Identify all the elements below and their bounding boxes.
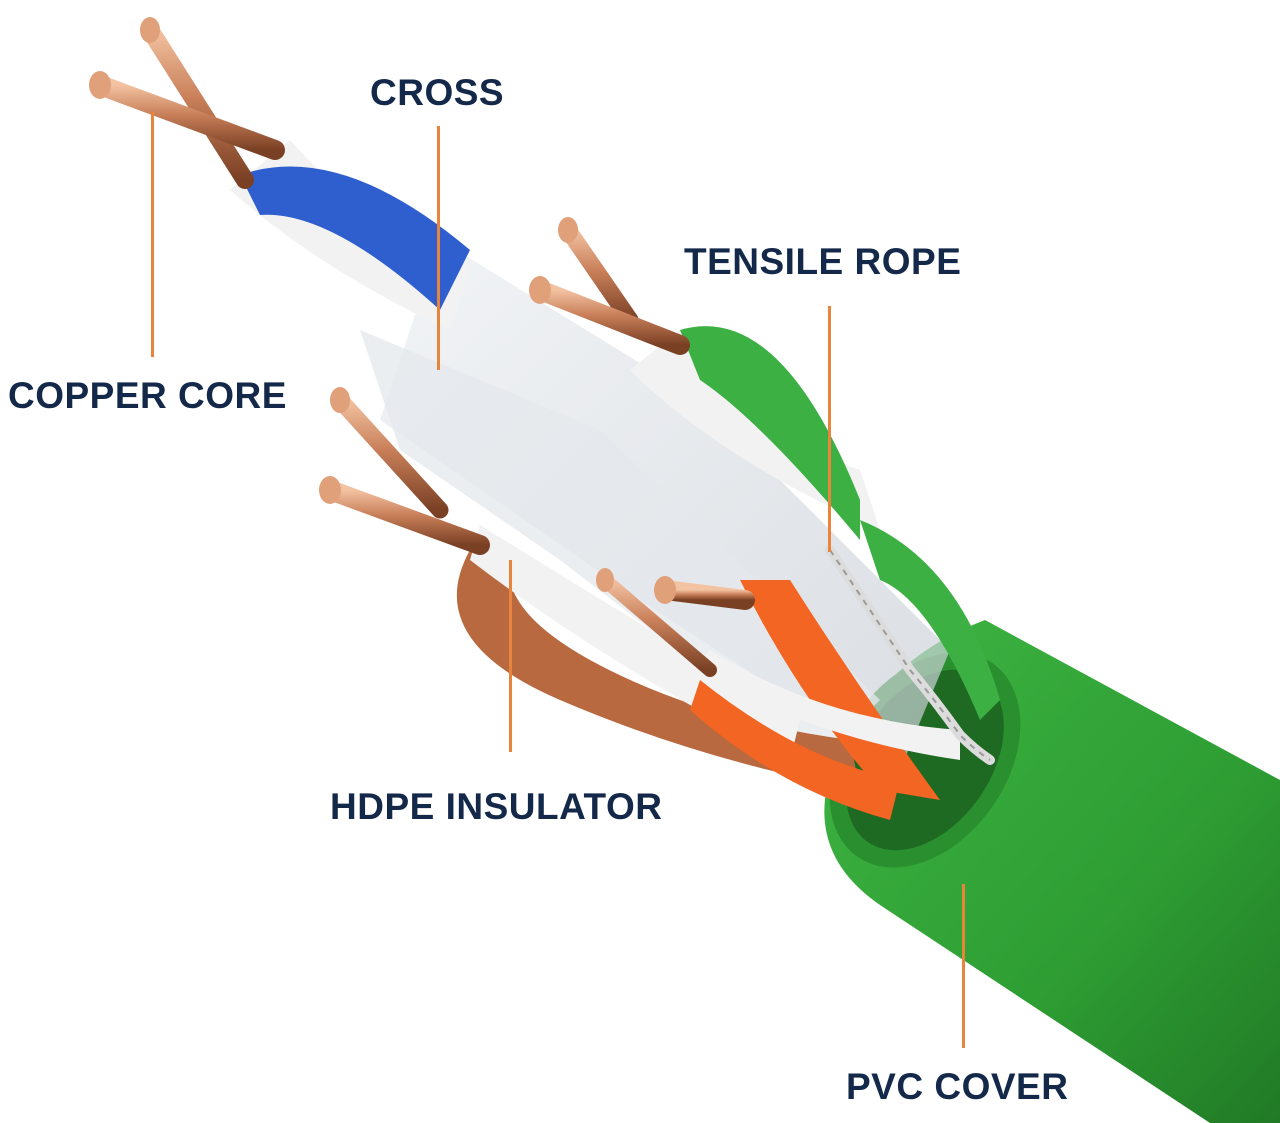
pvc-cover-leader-line [962,884,965,1048]
copper-core-label: COPPER CORE [8,375,287,416]
blue-wire-pair [89,17,470,330]
cross-leader-line [437,126,440,370]
tensile-rope [825,545,995,765]
green-wire-pair [529,217,1000,720]
hdpe-insulator-label: HDPE INSULATOR [330,786,663,827]
tensile-rope-label: TENSILE ROPE [684,241,962,282]
copper-core-leader-line [151,112,154,357]
tensile-rope-leader-line [828,306,831,552]
pvc-cover-label: PVC COVER [846,1066,1069,1107]
orange-wire-pair [596,568,960,820]
cross-label: CROSS [370,72,505,113]
hdpe-insulator-leader-line [509,560,512,752]
